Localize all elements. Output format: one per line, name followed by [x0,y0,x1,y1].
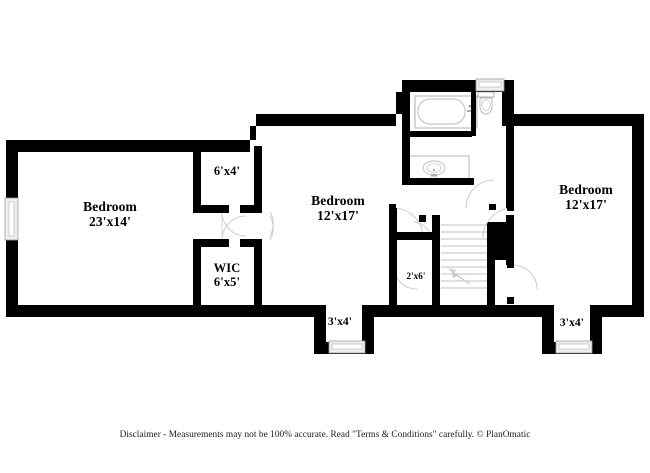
walls [6,80,644,354]
room-dimensions: 3'x4' [559,317,585,329]
window-icon-left-exterior [4,197,19,241]
window-icon-bay-right [555,340,593,354]
room-dimensions: 3'x4' [327,316,353,328]
room-name: Bedroom [559,182,613,197]
room-label-bedroom-left: Bedroom 23'x14' [0,199,220,229]
windows [4,78,593,354]
disclaimer-text: Disclaimer - Measurements may not be 100… [119,430,531,440]
window-icon-bathroom-top [475,78,505,92]
room-label-closet-6x4: 6'x4' [182,164,272,179]
bathtub-icon [414,95,478,129]
room-dimensions: 2'x6' [406,271,426,281]
door-swing-bathroom [465,179,495,209]
room-label-bay-right: 3'x4' [532,317,612,329]
room-dimensions: 6'x5' [213,274,241,289]
door-swing-bedroom-left-lower [269,215,274,241]
toilet-icon [477,91,495,115]
room-dimensions: 12'x17' [317,207,359,223]
room-dimensions: 12'x17' [565,196,607,212]
sink-icon [408,155,470,180]
room-dimensions: 23'x14' [89,213,131,229]
room-label-bedroom-middle: Bedroom 12'x17' [268,193,408,223]
door-swings [221,179,538,290]
room-label-bay-left: 3'x4' [300,316,380,328]
room-name: Bedroom [83,199,137,214]
window-icon-bay-left [328,340,366,354]
door-swing-wic [221,215,247,241]
room-label-bedroom-right: Bedroom 12'x17' [516,182,650,212]
room-label-linen-closet-2x6: 2'x6' [398,271,434,282]
room-label-walk-in-closet: WIC 6'x5' [182,261,272,289]
room-name: WIC [213,261,241,275]
stairs-icon [441,218,487,296]
room-dimensions: 6'x4' [213,164,241,178]
room-name: Bedroom [311,193,365,208]
door-swing-bedroom-right-lower [512,264,538,290]
